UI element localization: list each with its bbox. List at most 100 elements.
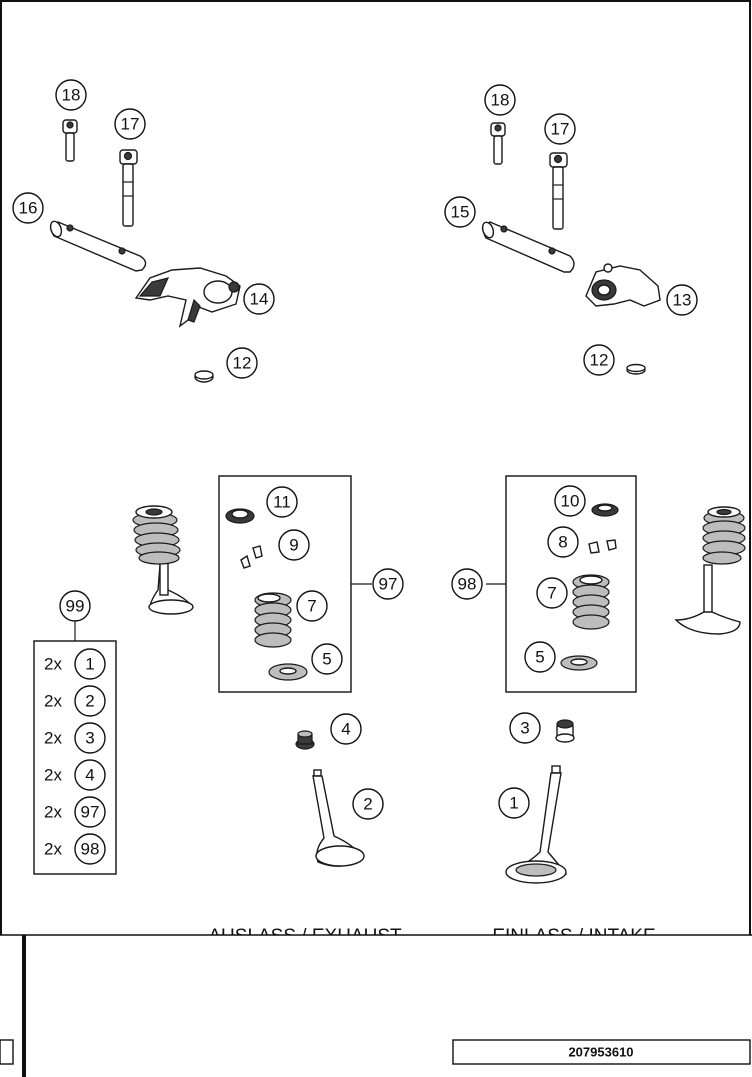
kit-list-part-number: 2	[85, 692, 94, 711]
callout-number: 5	[322, 650, 331, 669]
callout-number: 3	[520, 719, 529, 738]
callout-c7-left: 7	[296, 590, 328, 622]
kit-list-part-number: 97	[81, 803, 100, 822]
rocker-arm-13	[585, 263, 661, 307]
callout-number: 1	[509, 794, 518, 813]
kit-list-part-number: 98	[81, 840, 100, 859]
spring-retainer-10	[591, 503, 619, 517]
callout-c97: 97	[372, 568, 404, 600]
callout-c18-right: 18	[484, 84, 516, 116]
screw-18-right	[490, 122, 506, 165]
callout-number: 13	[673, 291, 692, 310]
callout-c8: 8	[547, 526, 579, 558]
callout-number: 14	[250, 290, 269, 309]
callout-number: 12	[590, 351, 609, 370]
callout-number: 18	[62, 86, 81, 105]
callout-number: 15	[451, 203, 470, 222]
spring-seat-5-right	[560, 655, 598, 671]
callout-c13: 13	[666, 284, 698, 316]
callout-c2: 2	[352, 788, 384, 820]
kit-list-row: 2x 3	[44, 722, 106, 754]
kit-list-99: 2x 1 2x 2 2x 3 2x 4 2x 97 2x 98	[44, 648, 106, 865]
callout-number: 5	[535, 648, 544, 667]
callout-c3: 3	[509, 712, 541, 744]
callout-c12-left: 12	[226, 347, 258, 379]
kit-list-qty: 2x	[44, 692, 62, 711]
kit-list-row: 2x 98	[44, 833, 106, 865]
callout-number: 10	[561, 492, 580, 511]
intake-valve-1	[505, 765, 568, 884]
assembled-valve-left	[132, 505, 194, 615]
callout-c4: 4	[330, 713, 362, 745]
callout-c17-left: 17	[114, 108, 146, 140]
callout-c12-right: 12	[583, 344, 615, 376]
valve-spring-7-left	[254, 592, 292, 648]
callout-c7-right: 7	[536, 577, 568, 609]
kit-list-qty: 2x	[44, 729, 62, 748]
callout-number: 17	[121, 115, 140, 134]
kit-list-part-number: 3	[85, 729, 94, 748]
screw-18-left	[62, 119, 78, 162]
exhaust-caption: AUSLASS / EXHAUST	[208, 926, 402, 947]
exhaust-valve-2	[312, 769, 365, 867]
kit-list-part-number: 4	[85, 766, 94, 785]
intake-caption: EINLASS / INTAKE	[492, 926, 655, 947]
kit-list-qty: 2x	[44, 840, 62, 859]
callout-c17-right: 17	[544, 113, 576, 145]
callout-c98: 98	[451, 568, 483, 600]
rocker-shaft-16	[49, 220, 147, 272]
title-block-divider	[22, 935, 26, 1077]
valve-spring-7-right	[572, 574, 610, 630]
kit-list-part-number: 1	[85, 655, 94, 674]
spring-retainer-11	[225, 508, 255, 524]
document-number-box	[452, 1039, 751, 1065]
assembled-valve-right	[674, 506, 746, 635]
callout-number: 9	[289, 536, 298, 555]
callout-number: 2	[363, 795, 372, 814]
callout-number: 98	[458, 575, 477, 594]
shim-12-left	[194, 370, 214, 383]
kit-list-99-box	[33, 640, 117, 875]
valve-keepers-8	[588, 539, 617, 554]
callout-c9: 9	[278, 529, 310, 561]
callout-number: 16	[19, 199, 38, 218]
callout-c11: 11	[266, 486, 298, 518]
title-block-small-cell	[0, 1039, 14, 1065]
kit-list-qty: 2x	[44, 803, 62, 822]
rocker-arm-14	[134, 267, 241, 328]
valve-stem-seal-4	[295, 730, 315, 750]
title-block	[0, 935, 752, 1077]
callout-c5-right: 5	[524, 641, 556, 673]
callout-number: 12	[233, 354, 252, 373]
callout-c99: 99	[59, 590, 91, 622]
kit-list-row: 2x 4	[44, 759, 106, 791]
kit-list-row: 2x 97	[44, 796, 106, 828]
shim-12-right	[626, 363, 646, 375]
callout-c18-left: 18	[55, 79, 87, 111]
kit-list-row: 2x 1	[44, 648, 106, 680]
callout-number: 7	[307, 597, 316, 616]
rocker-shaft-15	[481, 221, 575, 273]
kit-list-row: 2x 2	[44, 685, 106, 717]
callout-number: 97	[379, 575, 398, 594]
callout-c1: 1	[498, 787, 530, 819]
kit-list-qty: 2x	[44, 766, 62, 785]
callout-number: 7	[547, 584, 556, 603]
callout-c16: 16	[12, 192, 44, 224]
callout-number: 11	[273, 493, 291, 512]
callout-number: 99	[66, 597, 85, 616]
callout-c5-left: 5	[311, 643, 343, 675]
callout-c15: 15	[444, 196, 476, 228]
callout-number: 18	[491, 91, 510, 110]
kit-list-qty: 2x	[44, 655, 62, 674]
bolt-17-left	[119, 149, 138, 227]
callout-c14: 14	[243, 283, 275, 315]
document-number: 207953610	[568, 1045, 633, 1060]
valve-keepers-9	[240, 545, 263, 569]
valve-stem-seal-3	[555, 719, 575, 743]
callout-number: 17	[551, 120, 570, 139]
spring-seat-5-left	[268, 663, 308, 681]
